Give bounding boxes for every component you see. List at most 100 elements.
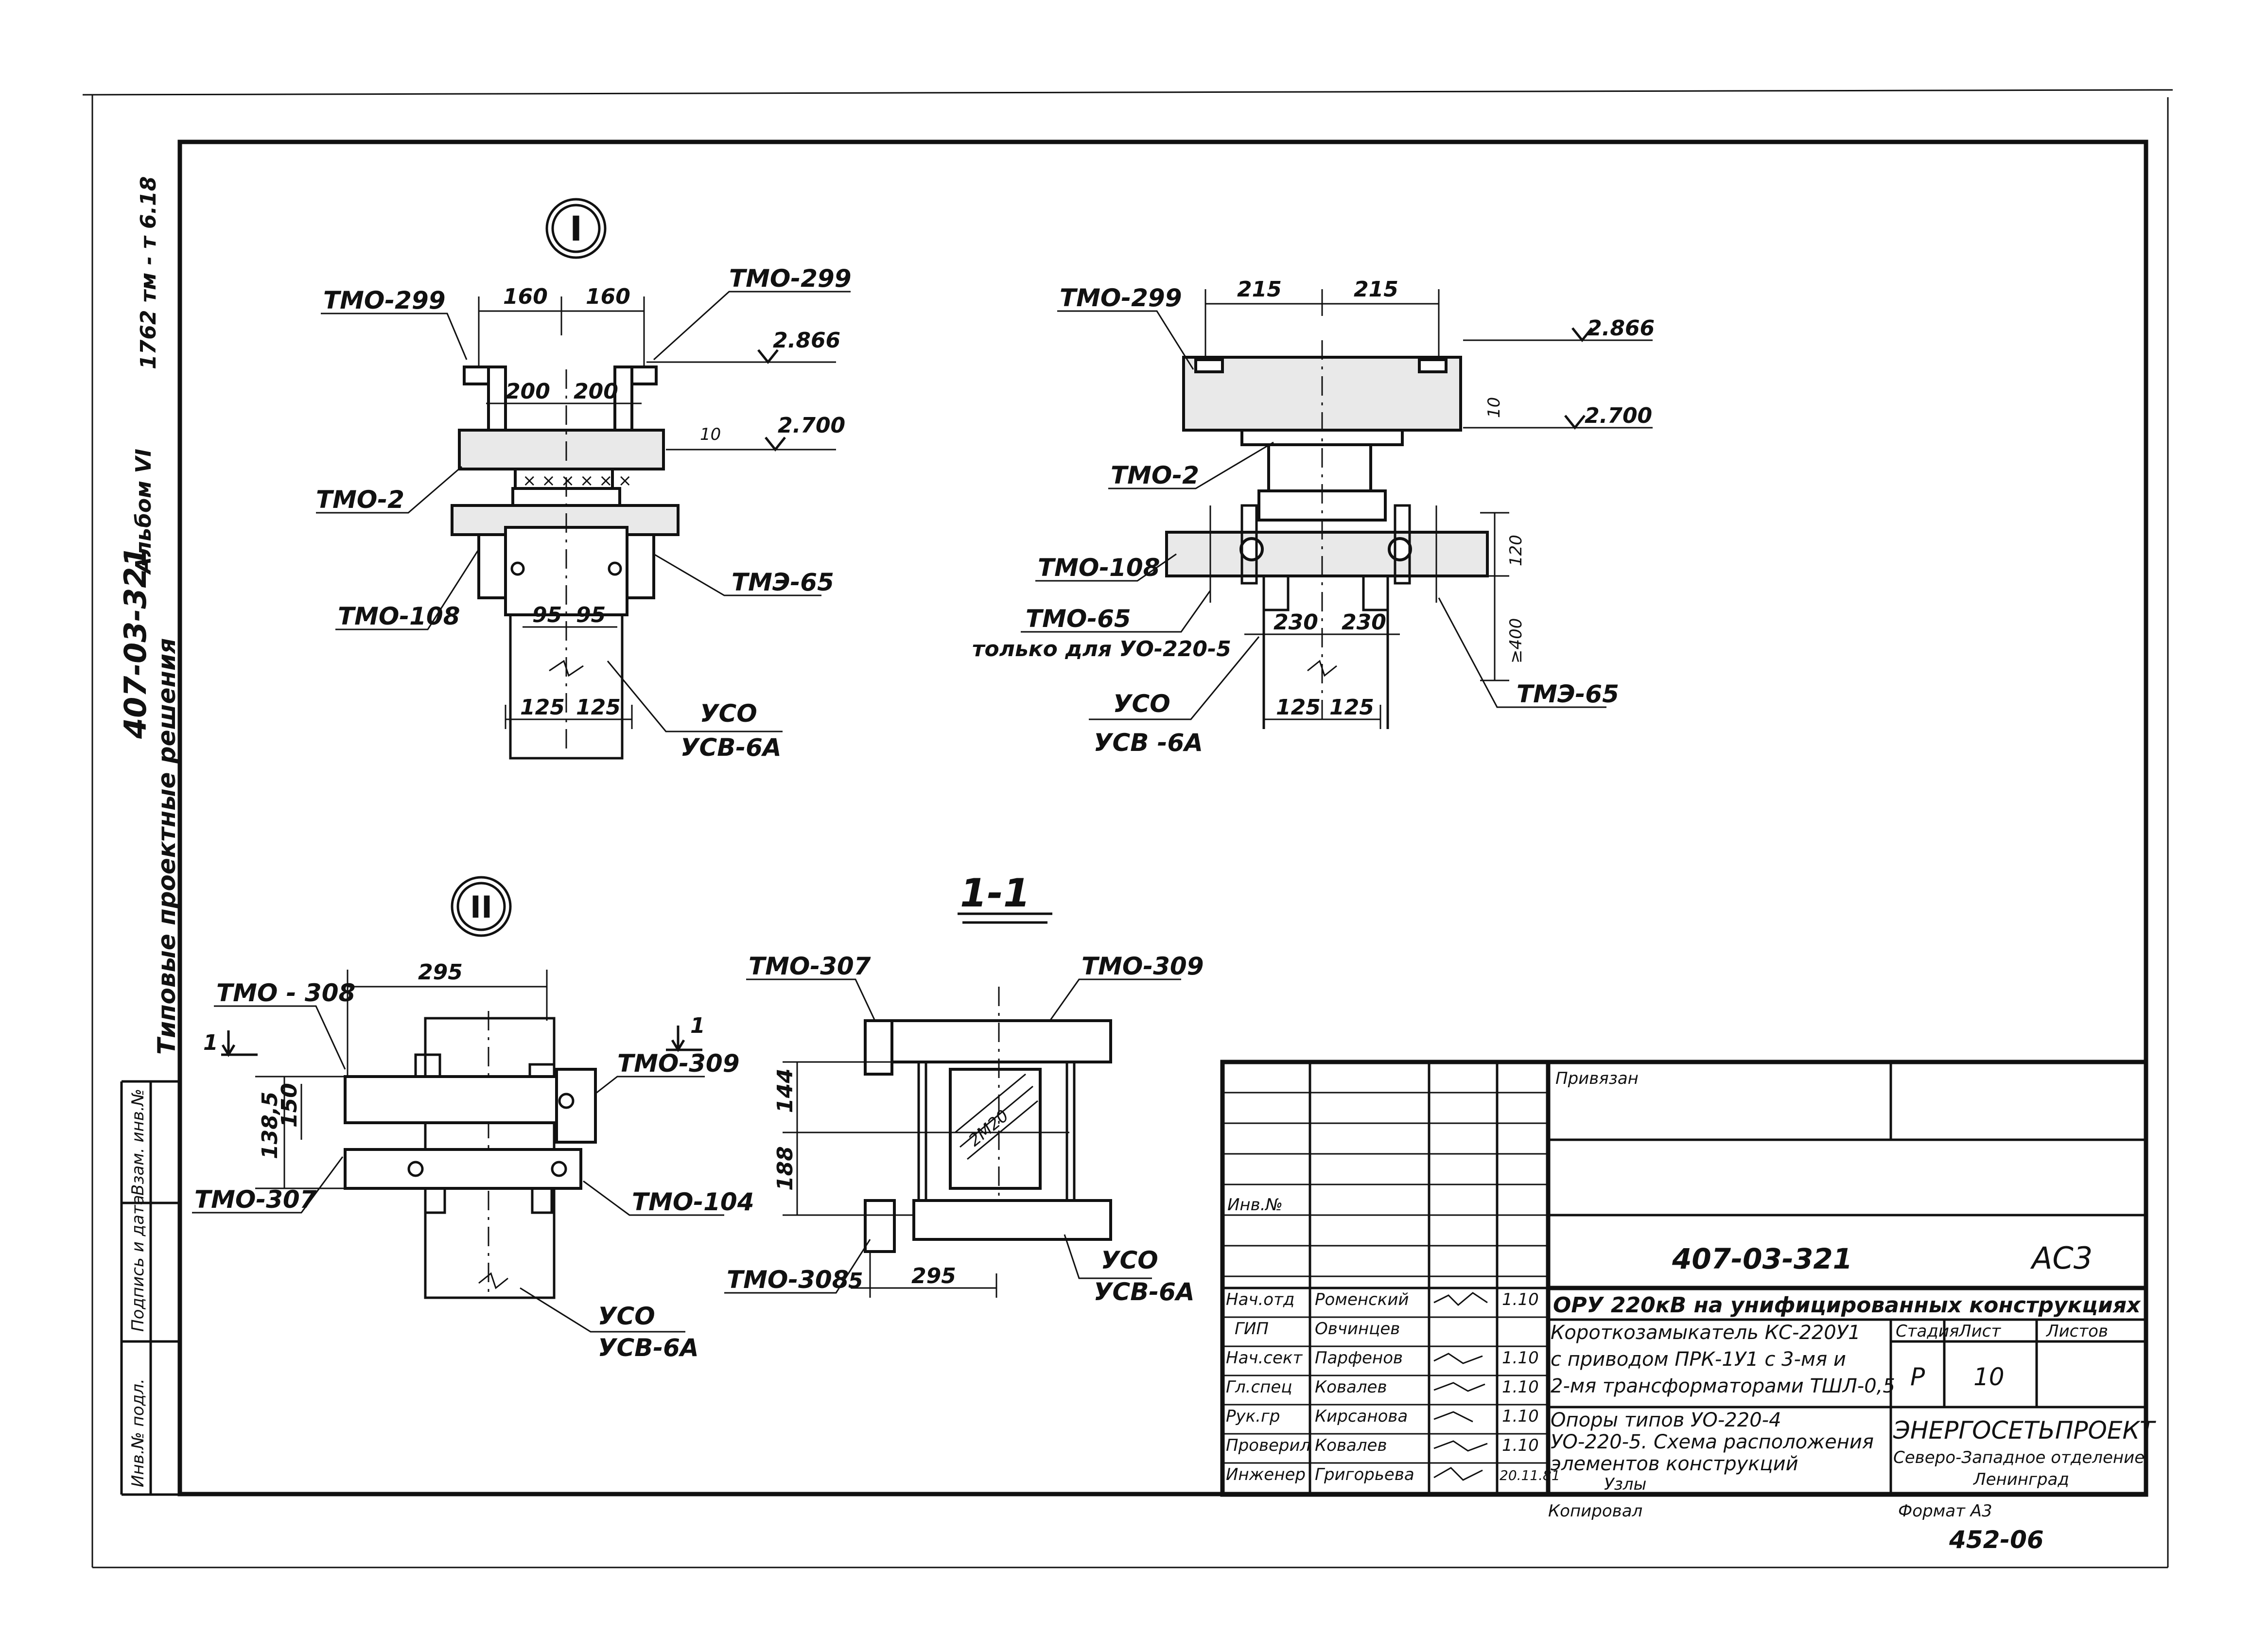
dim-10a: 10 bbox=[700, 425, 721, 444]
tb-desc-1: Короткозамыкатель КС-220У1 bbox=[1551, 1322, 1861, 1344]
section-1-1: 1-1 2М20 144 188 5 295 ТМО-307 ТМО-309 Т… bbox=[724, 870, 1204, 1306]
label-tmo308-s: ТМО-308 bbox=[727, 1266, 849, 1294]
label-usv-b: УСВ -6А bbox=[1094, 729, 1203, 757]
title-block: Привязан Инв.№ 407-03-321 АС3 ОРУ 220кВ … bbox=[1220, 1060, 2156, 1497]
stamp-sign-date: Подпись и дата bbox=[128, 1195, 148, 1332]
label-usv-2: УСВ-6А bbox=[598, 1334, 699, 1362]
dim-200b: 200 bbox=[574, 379, 618, 404]
label-tmo108-b: ТМО-108 bbox=[1038, 554, 1160, 582]
tb-doc-code: 407-03-321 bbox=[1672, 1242, 1852, 1275]
label-uso-b: УСО bbox=[1113, 690, 1170, 718]
elev-2866-b: 2.866 bbox=[1587, 316, 1655, 341]
label-tmo65-b: ТМО-65 bbox=[1026, 605, 1131, 633]
tb-date-0: 1.10 bbox=[1502, 1290, 1539, 1309]
tb-date-5: 1.10 bbox=[1502, 1436, 1539, 1455]
dim-150: 150 bbox=[277, 1083, 302, 1128]
label-tmo307: ТМО-307 bbox=[194, 1185, 317, 1214]
dim-125c: 125 bbox=[1276, 695, 1321, 720]
dim-188: 188 bbox=[773, 1146, 798, 1191]
tb-name-4: Кирсанова bbox=[1315, 1407, 1408, 1426]
label-tmo2-b: ТМО-2 bbox=[1111, 461, 1199, 489]
detail-1-view-a: I 160 160 200 200 × × × × × × 2.866 2.70… bbox=[316, 198, 852, 762]
tb-org-branch: Северо-Западное отделение bbox=[1893, 1448, 2145, 1467]
label-tmo65-b-right: ТМЭ-65 bbox=[1517, 680, 1619, 708]
tb-org-name: ЭНЕРГОСЕТЬПРОЕКТ bbox=[1893, 1416, 2156, 1445]
tb-roles: Нач.отд Роменский 1.10 ГИП Овчинцев Нач.… bbox=[1226, 1290, 1560, 1484]
tb-date-2: 1.10 bbox=[1502, 1348, 1539, 1368]
label-tmo299-left: ТМО-299 bbox=[323, 286, 446, 314]
tb-date-6: 20.11.81 bbox=[1500, 1467, 1560, 1483]
tb-name-1: Овчинцев bbox=[1315, 1319, 1400, 1339]
label-uso-s: УСО bbox=[1101, 1246, 1158, 1274]
dim-120: 120 bbox=[1506, 535, 1526, 566]
detail-1-view-b: 215 215 10 2.866 2.700 230 230 bbox=[972, 277, 1655, 757]
tb-inv-no: Инв.№ bbox=[1227, 1195, 1283, 1215]
tb-stage: Р bbox=[1910, 1363, 1925, 1391]
tb-name-3: Ковалев bbox=[1315, 1377, 1387, 1397]
tb-role-2: Нач.сект bbox=[1226, 1348, 1303, 1368]
tb-role-5: Проверил bbox=[1226, 1436, 1310, 1455]
dim-144: 144 bbox=[773, 1068, 798, 1113]
tb-name-2: Парфенов bbox=[1315, 1348, 1403, 1368]
dim-230a: 230 bbox=[1274, 610, 1318, 635]
tb-desc-7: Узлы bbox=[1604, 1475, 1646, 1494]
side-typical: Типовые проектные решения bbox=[153, 638, 181, 1055]
label-tmo309-s: ТМО-309 bbox=[1082, 952, 1204, 980]
label-tmo65-a: ТМЭ-65 bbox=[732, 568, 834, 596]
tb-desc-2: с приводом ПРК-1У1 с 3-мя и bbox=[1551, 1348, 1846, 1371]
tb-date-4: 1.10 bbox=[1502, 1407, 1539, 1426]
dim-1385: 138,5 bbox=[258, 1092, 282, 1159]
dim-215a: 215 bbox=[1237, 277, 1282, 302]
label-tmo2-a: ТМО-2 bbox=[316, 486, 404, 514]
label-tmo299-right: ТМО-299 bbox=[729, 264, 852, 293]
dim-10b: 10 bbox=[1484, 397, 1504, 418]
dim-400: ≥400 bbox=[1506, 618, 1526, 663]
tb-desc-6: элементов конструкций bbox=[1551, 1453, 1798, 1475]
elev-2700-b: 2.700 bbox=[1585, 403, 1652, 428]
tb-sheet-label: Лист bbox=[1958, 1322, 2001, 1341]
elev-2700-a: 2.700 bbox=[778, 413, 845, 438]
side-album: Альбом VI bbox=[131, 449, 156, 575]
tb-sheet: 10 bbox=[1973, 1363, 2005, 1391]
tb-role-6: Инженер bbox=[1226, 1465, 1306, 1484]
dim-160a: 160 bbox=[503, 284, 548, 309]
label-tmo104: ТМО-104 bbox=[632, 1188, 754, 1216]
tb-date-3: 1.10 bbox=[1502, 1377, 1539, 1397]
tb-desc-3: 2-мя трансформаторами ТШЛ-0,5 bbox=[1551, 1375, 1895, 1397]
left-stamp: Инв.№ подл. Подпись и дата Взам. инв.№ bbox=[120, 1080, 181, 1496]
tb-role-1: ГИП bbox=[1235, 1319, 1269, 1339]
tb-sheet-mark: АС3 bbox=[2030, 1240, 2093, 1276]
cut-mark-right: 1 bbox=[690, 1013, 705, 1038]
cut-mark-left: 1 bbox=[203, 1030, 218, 1055]
dim-125b: 125 bbox=[576, 695, 621, 720]
label-tmo307-s: ТМО-307 bbox=[749, 952, 871, 980]
tb-desc-5: УО-220-5. Схема расположения bbox=[1551, 1431, 1874, 1453]
copied-label: Копировал bbox=[1548, 1501, 1642, 1521]
section-title: 1-1 bbox=[960, 870, 1030, 916]
dim-5: 5 bbox=[848, 1269, 863, 1293]
dim-95a: 95 bbox=[532, 603, 562, 627]
tb-role-0: Нач.отд bbox=[1226, 1290, 1294, 1309]
tb-name-6: Григорьева bbox=[1315, 1465, 1414, 1484]
label-tmo108-a: ТМО-108 bbox=[338, 602, 460, 630]
detail-2: II 295 138,5 150 1 1 ТМО - bbox=[192, 876, 754, 1362]
tb-role-4: Рук.гр bbox=[1226, 1407, 1280, 1426]
dim-215b: 215 bbox=[1354, 277, 1398, 302]
elev-2866-a: 2.866 bbox=[773, 328, 840, 353]
tb-project-title: ОРУ 220кВ на унифицированных конструкция… bbox=[1553, 1293, 2141, 1318]
format-label: Формат А3 bbox=[1898, 1501, 1992, 1521]
tb-role-3: Гл.спец bbox=[1226, 1377, 1292, 1397]
detail-2-marker: II bbox=[470, 889, 492, 925]
order-no: 452-06 bbox=[1949, 1526, 2044, 1554]
dim-160b: 160 bbox=[586, 284, 630, 309]
tb-signatures bbox=[1433, 1292, 1488, 1481]
tb-sheets-label: Листов bbox=[2045, 1322, 2108, 1341]
tb-name-0: Роменский bbox=[1315, 1290, 1409, 1309]
label-tmo308: ТМО - 308 bbox=[216, 979, 355, 1007]
dim-230b: 230 bbox=[1342, 610, 1386, 635]
dim-295-a: 295 bbox=[418, 960, 463, 985]
label-usv-s: УСВ-6А bbox=[1094, 1278, 1195, 1306]
tb-privyazan: Привязан bbox=[1555, 1069, 1639, 1088]
sheet-border bbox=[82, 89, 2173, 1568]
